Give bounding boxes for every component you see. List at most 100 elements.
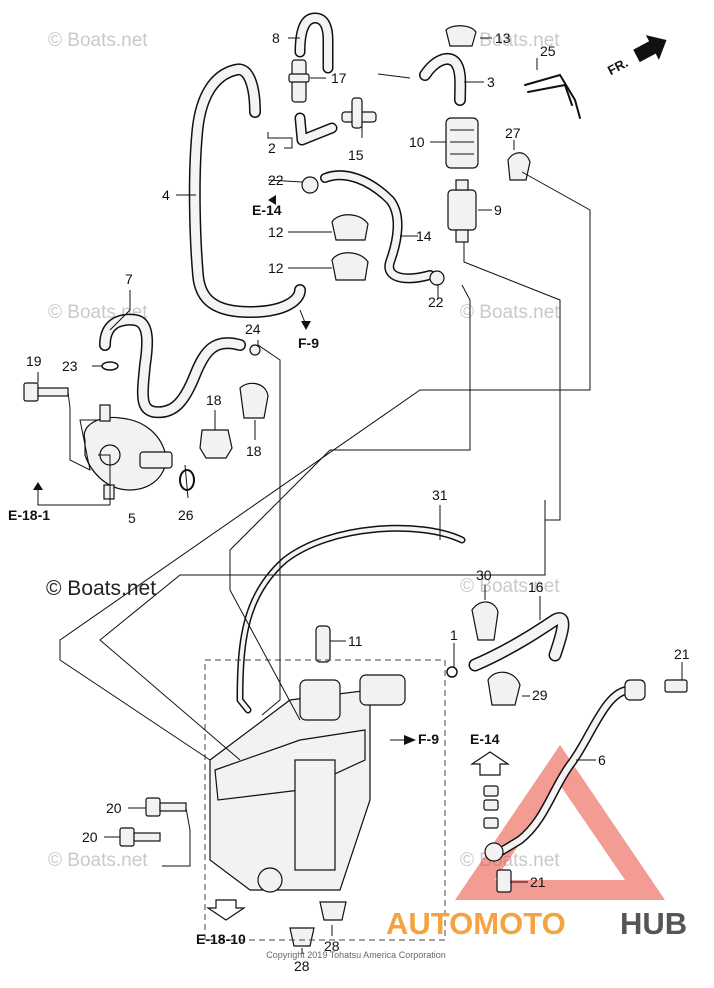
front-label: FR. xyxy=(605,55,631,78)
hose-7 xyxy=(99,313,246,419)
hose-2 xyxy=(294,112,338,146)
arrow-e14-tank-icon xyxy=(470,751,510,776)
leader-lines xyxy=(37,37,683,954)
clip-30 xyxy=(471,601,499,641)
clamp-1 xyxy=(446,666,458,678)
hose-16 xyxy=(468,612,570,672)
hose-11-segment xyxy=(315,625,331,663)
ref-label: E-18-10 xyxy=(196,931,246,947)
arrow-e181-icon xyxy=(33,482,43,490)
hose-3 xyxy=(419,52,467,106)
automotohub-logo: AUTOMOTO HUB xyxy=(386,906,687,941)
callout: 21 xyxy=(530,874,546,890)
callout: 9 xyxy=(494,202,502,218)
pipe-6 xyxy=(484,679,646,862)
watermark-strong: © Boats.net xyxy=(46,577,156,600)
clip-29 xyxy=(487,671,521,706)
logo-part2: HUB xyxy=(620,906,687,941)
callout: 22 xyxy=(428,294,444,310)
callout: 14 xyxy=(416,228,432,244)
hose-11 xyxy=(315,625,331,663)
callout: 13 xyxy=(495,30,511,46)
oring-23 xyxy=(101,361,119,371)
callout: 15 xyxy=(348,147,364,163)
callout: 1 xyxy=(450,627,458,643)
callout: 12 xyxy=(268,260,284,276)
clip-27 xyxy=(507,152,531,181)
clip-13 xyxy=(445,25,477,47)
ref-label: E-14 xyxy=(470,731,500,747)
vapor-separator-assembly xyxy=(204,659,446,941)
callout: 8 xyxy=(272,30,280,46)
callout: 12 xyxy=(268,224,284,240)
callout: 21 xyxy=(674,646,690,662)
callout: 17 xyxy=(331,70,347,86)
callout: 11 xyxy=(348,633,363,649)
bolt-19 xyxy=(23,382,69,402)
watermark: © Boats.net xyxy=(48,30,148,51)
arrow-f9-tank-icon xyxy=(404,735,416,745)
watermark: © Boats.net xyxy=(48,850,148,871)
hose-4 xyxy=(188,63,306,318)
pump-5 xyxy=(83,404,173,500)
callout: 20 xyxy=(106,800,122,816)
callout: 6 xyxy=(598,752,606,768)
clip-25 xyxy=(524,74,581,119)
front-arrow-icon: FR. xyxy=(605,35,667,78)
reference-labels: E-14 F-9 E-18-1 F-9 E-14 E-18-10 xyxy=(8,202,500,947)
callout: 28 xyxy=(294,958,310,974)
clips-12 xyxy=(331,214,369,281)
callout: 4 xyxy=(162,187,170,203)
automotohub-logo-triangle xyxy=(455,745,665,900)
watermark: © Boats.net xyxy=(460,30,560,51)
callout-numbers: 8 17 2 15 13 3 10 9 25 27 4 22 14 12 12 … xyxy=(26,30,690,974)
filter-10 xyxy=(445,117,479,169)
callout: 28 xyxy=(324,938,340,954)
hose-8 xyxy=(294,12,334,74)
bolts-21 xyxy=(496,679,688,893)
callout: 19 xyxy=(26,353,42,369)
arrow-e14-top-icon xyxy=(268,195,276,205)
callout: 10 xyxy=(409,134,425,150)
callout: 5 xyxy=(128,510,136,526)
clips-18 xyxy=(199,382,269,459)
grommets-28 xyxy=(289,901,347,947)
callout: 22 xyxy=(268,172,284,188)
arrow-e1810-icon xyxy=(206,899,246,921)
callout: 29 xyxy=(532,687,548,703)
copyright-text: Copyright 2019 Tohatsu America Corporati… xyxy=(266,950,445,960)
callout: 18 xyxy=(206,392,222,408)
clip-24 xyxy=(249,344,261,356)
callout: 23 xyxy=(62,358,78,374)
callout: 25 xyxy=(540,43,556,59)
pipe-6-eye-fitting xyxy=(484,842,504,862)
callout: 31 xyxy=(432,487,448,503)
callout: 3 xyxy=(487,74,495,90)
clips-22 xyxy=(301,176,445,286)
hose-14 xyxy=(320,170,435,284)
callout: 26 xyxy=(178,507,194,523)
callout: 30 xyxy=(476,567,492,583)
logo-part1: AUTOMOTO xyxy=(386,906,566,941)
ref-label: F-9 xyxy=(418,731,439,747)
pipe-6-end-fitting xyxy=(624,679,646,701)
filter-9 xyxy=(447,179,477,243)
callout: 27 xyxy=(505,125,521,141)
hose-31 xyxy=(236,524,466,714)
arrow-f9-top-icon xyxy=(301,321,311,330)
ref-label: F-9 xyxy=(298,335,319,351)
callout: 16 xyxy=(528,579,544,595)
callout: 7 xyxy=(125,271,133,287)
connector-17 xyxy=(288,59,310,103)
joint-15 xyxy=(341,97,377,129)
watermark: © Boats.net xyxy=(460,302,560,323)
callout: 24 xyxy=(245,321,261,337)
ref-label: E-18-1 xyxy=(8,507,50,523)
callout: 20 xyxy=(82,829,98,845)
callout: 2 xyxy=(268,140,276,156)
callout: 18 xyxy=(246,443,262,459)
ref-label: E-14 xyxy=(252,202,282,218)
bolts-20 xyxy=(119,797,187,847)
spring-parts xyxy=(483,785,499,829)
